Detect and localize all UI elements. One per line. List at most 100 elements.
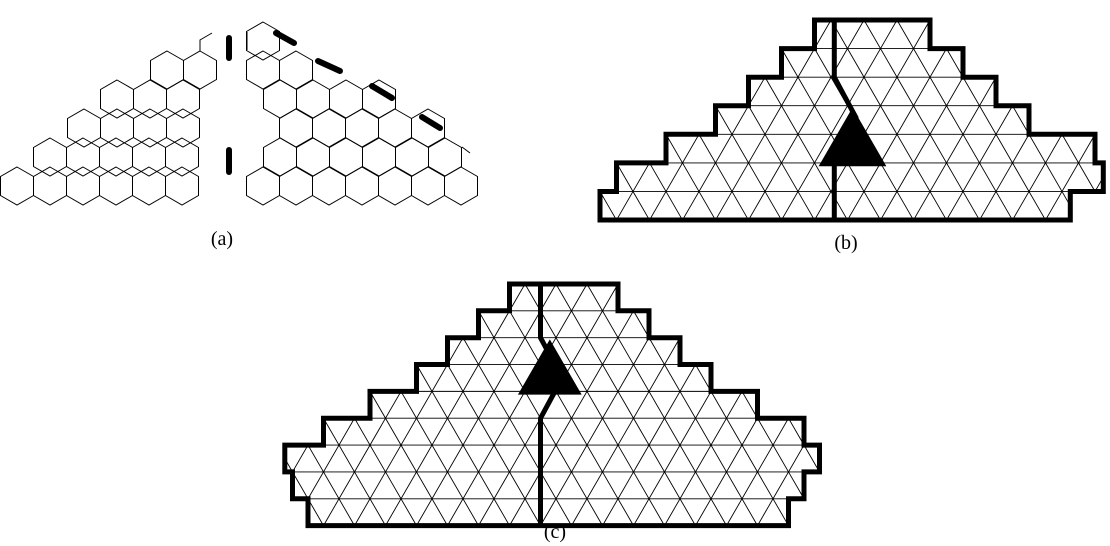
- lattice-line: [847, 20, 964, 220]
- hexagon-cell: [66, 166, 100, 206]
- lattice-line: [284, 284, 324, 526]
- bold-edge: [315, 58, 343, 74]
- hexagon-grid-right: [246, 21, 478, 206]
- hexagon-cell: [33, 137, 67, 177]
- lattice-line: [14, 284, 154, 526]
- lattice-line: [416, 284, 557, 526]
- lattice-line: [91, 284, 231, 526]
- lattice-line: [284, 284, 355, 526]
- lattice-line: [402, 20, 518, 220]
- lattice-line: [0, 284, 91, 526]
- lattice-line: [138, 284, 278, 526]
- lattice-line: [1037, 284, 1110, 526]
- hexagon-cell: [100, 108, 134, 148]
- lattice-line: [45, 284, 185, 526]
- hexagon-cell: [99, 166, 133, 206]
- lattice-line: [155, 20, 271, 220]
- lattice-line: [928, 284, 1068, 526]
- lattice-line: [715, 20, 832, 220]
- lattice-line: [0, 20, 56, 220]
- hexagon-cell: [66, 137, 100, 177]
- lattice-line: [468, 20, 584, 220]
- lattice-line: [122, 20, 238, 220]
- caption-a: (a): [211, 228, 233, 250]
- hexagon-bold-edges: [226, 30, 443, 175]
- lattice-line: [493, 284, 634, 526]
- lattice-line: [435, 20, 551, 220]
- hexagon-cell: [444, 166, 478, 206]
- hexagon-cell: [166, 108, 200, 148]
- caption-c: (c): [544, 521, 566, 543]
- lattice-line: [600, 20, 650, 220]
- hexagon-stub: [461, 146, 471, 154]
- lattice-line: [0, 20, 105, 220]
- lattice-line: [254, 20, 370, 220]
- hexagon-cell: [166, 79, 200, 119]
- lattice-line: [764, 20, 881, 220]
- lattice-line: [0, 284, 45, 526]
- hexagon-cell: [165, 137, 199, 177]
- lattice-line: [0, 284, 14, 526]
- lattice-line: [586, 284, 727, 526]
- lattice-line: [287, 20, 403, 220]
- lattice-line: [1078, 20, 1104, 220]
- lattice-line: [23, 20, 139, 220]
- lattice-line: [353, 20, 469, 220]
- hexagon-cell: [246, 21, 280, 61]
- lattice-line: [452, 20, 568, 220]
- lattice-line: [959, 284, 1099, 526]
- panel-a-hexagon-grid: (a): [0, 21, 478, 250]
- lattice-line: [29, 284, 169, 526]
- lattice-line: [896, 20, 1013, 220]
- lattice-line: [748, 20, 865, 220]
- lattice-line: [386, 20, 502, 220]
- lattice-line: [617, 284, 758, 526]
- bold-edge: [419, 114, 443, 131]
- lattice-line: [803, 284, 820, 526]
- lattice-line: [56, 20, 172, 220]
- caption-b: (b): [834, 232, 857, 254]
- lattice-region: [284, 284, 820, 526]
- lattice-line: [284, 284, 293, 526]
- lattice-line: [385, 284, 526, 526]
- lattice-line: [863, 20, 980, 220]
- lattice-line: [39, 20, 155, 220]
- hexagon-cell: [67, 108, 101, 148]
- lattice-line: [830, 20, 947, 220]
- hexagon-cell: [132, 166, 166, 206]
- lattice-line: [0, 284, 107, 526]
- hexagon-cell: [100, 79, 134, 119]
- lattice-line: [6, 20, 122, 220]
- hexagon-cell: [132, 137, 166, 177]
- lattice-line: [600, 20, 601, 220]
- lattice-line: [122, 284, 262, 526]
- lattice-line: [0, 284, 60, 526]
- lattice-line: [0, 284, 138, 526]
- hexagon-cell: [0, 166, 34, 206]
- lattice-line: [0, 284, 122, 526]
- lattice-line: [1021, 284, 1110, 526]
- lattice-line: [60, 284, 200, 526]
- lattice-line: [237, 20, 353, 220]
- lattice-line: [0, 20, 89, 220]
- lattice-line: [866, 284, 1006, 526]
- lattice-line: [819, 284, 820, 526]
- lattice-line: [757, 284, 820, 526]
- hexagon-cell: [99, 137, 133, 177]
- lattice-line: [0, 20, 72, 220]
- lattice-line: [188, 20, 304, 220]
- lattice-line: [336, 20, 452, 220]
- black-triangle-icon: [517, 339, 582, 395]
- bold-edge: [369, 83, 395, 101]
- lattice-line: [990, 284, 1110, 526]
- lattice-line: [105, 20, 221, 220]
- lattice-line: [788, 284, 820, 526]
- lattice-line: [447, 284, 588, 526]
- hexagon-stub: [199, 32, 213, 51]
- lattice-outline: [282, 281, 822, 529]
- lattice-line: [882, 284, 1022, 526]
- lattice-line: [284, 284, 309, 526]
- bold-edge: [273, 30, 297, 46]
- lattice-line: [1099, 284, 1110, 526]
